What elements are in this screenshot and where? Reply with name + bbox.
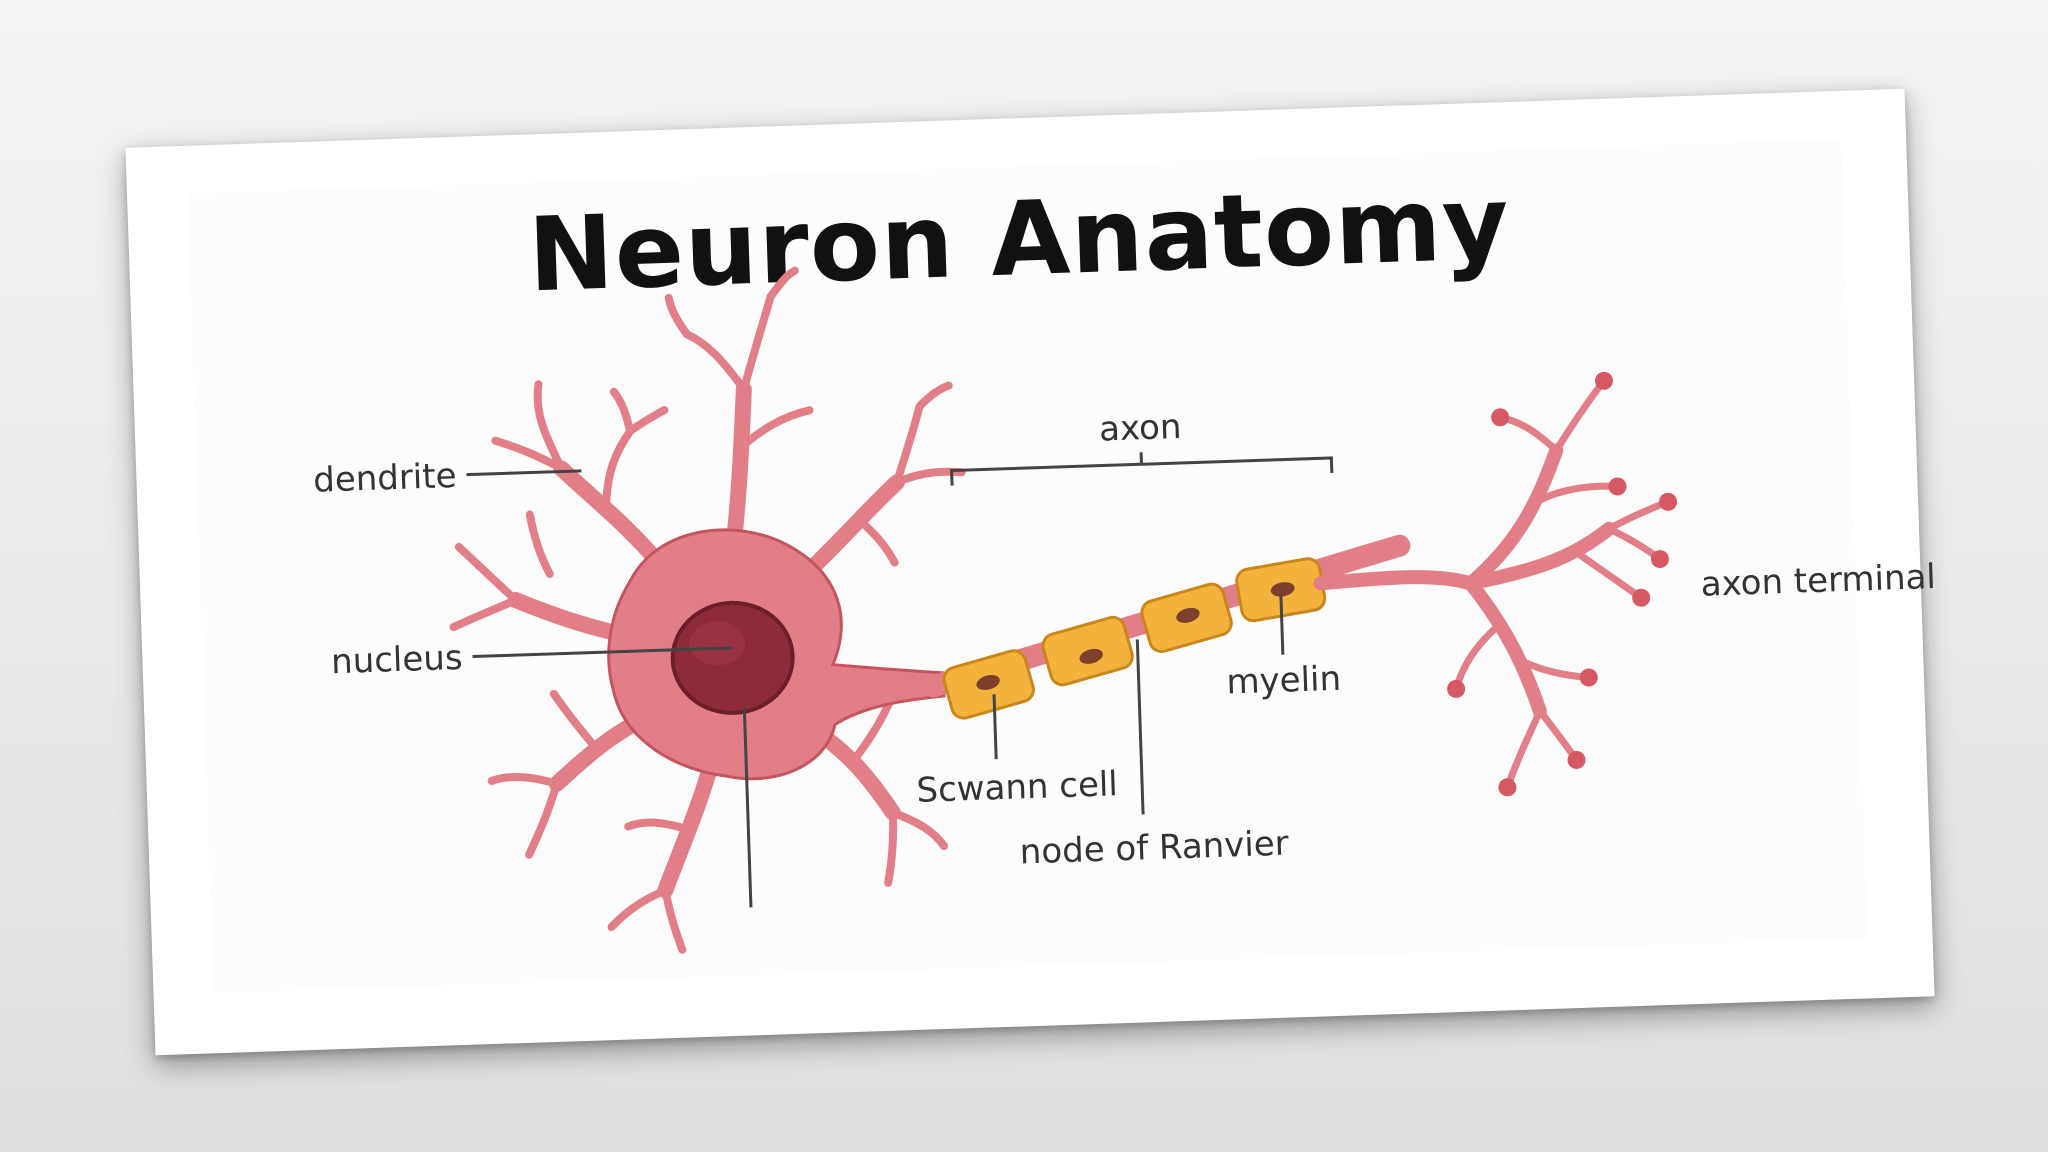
leader-lines — [466, 452, 1334, 908]
label-node-of-ranvier: node of Ranvier — [1019, 824, 1289, 873]
dendrite-twigs — [449, 266, 966, 954]
label-myelin: myelin — [1226, 659, 1342, 703]
myelin-segment — [1041, 615, 1134, 687]
axon-terminal-branches — [1313, 371, 1678, 797]
neuron-diagram: dendrite nucleus axon Scwann cell node o… — [313, 266, 1936, 954]
terminal-bulbs — [1447, 371, 1678, 797]
slide-card: Neuron Anatomy — [125, 88, 1936, 1056]
diagram-labels: dendrite nucleus axon Scwann cell node o… — [313, 407, 1937, 873]
myelin-leader — [1279, 594, 1285, 655]
nucleus-highlight — [689, 621, 746, 666]
schwann-leader — [992, 694, 998, 760]
myelin-sheaths — [942, 557, 1327, 720]
soma-leader — [742, 707, 753, 908]
dendrite-leader — [466, 469, 582, 477]
nucleus-leader — [472, 646, 733, 659]
node-leader — [1135, 639, 1145, 815]
label-schwann-cell: Scwann cell — [916, 764, 1119, 811]
label-dendrite: dendrite — [313, 456, 458, 501]
label-axon-terminal: axon terminal — [1700, 557, 1936, 605]
myelin-segment — [942, 649, 1035, 720]
label-axon: axon — [1099, 407, 1183, 450]
label-nucleus: nucleus — [331, 638, 464, 682]
myelin-segment — [1140, 582, 1233, 654]
